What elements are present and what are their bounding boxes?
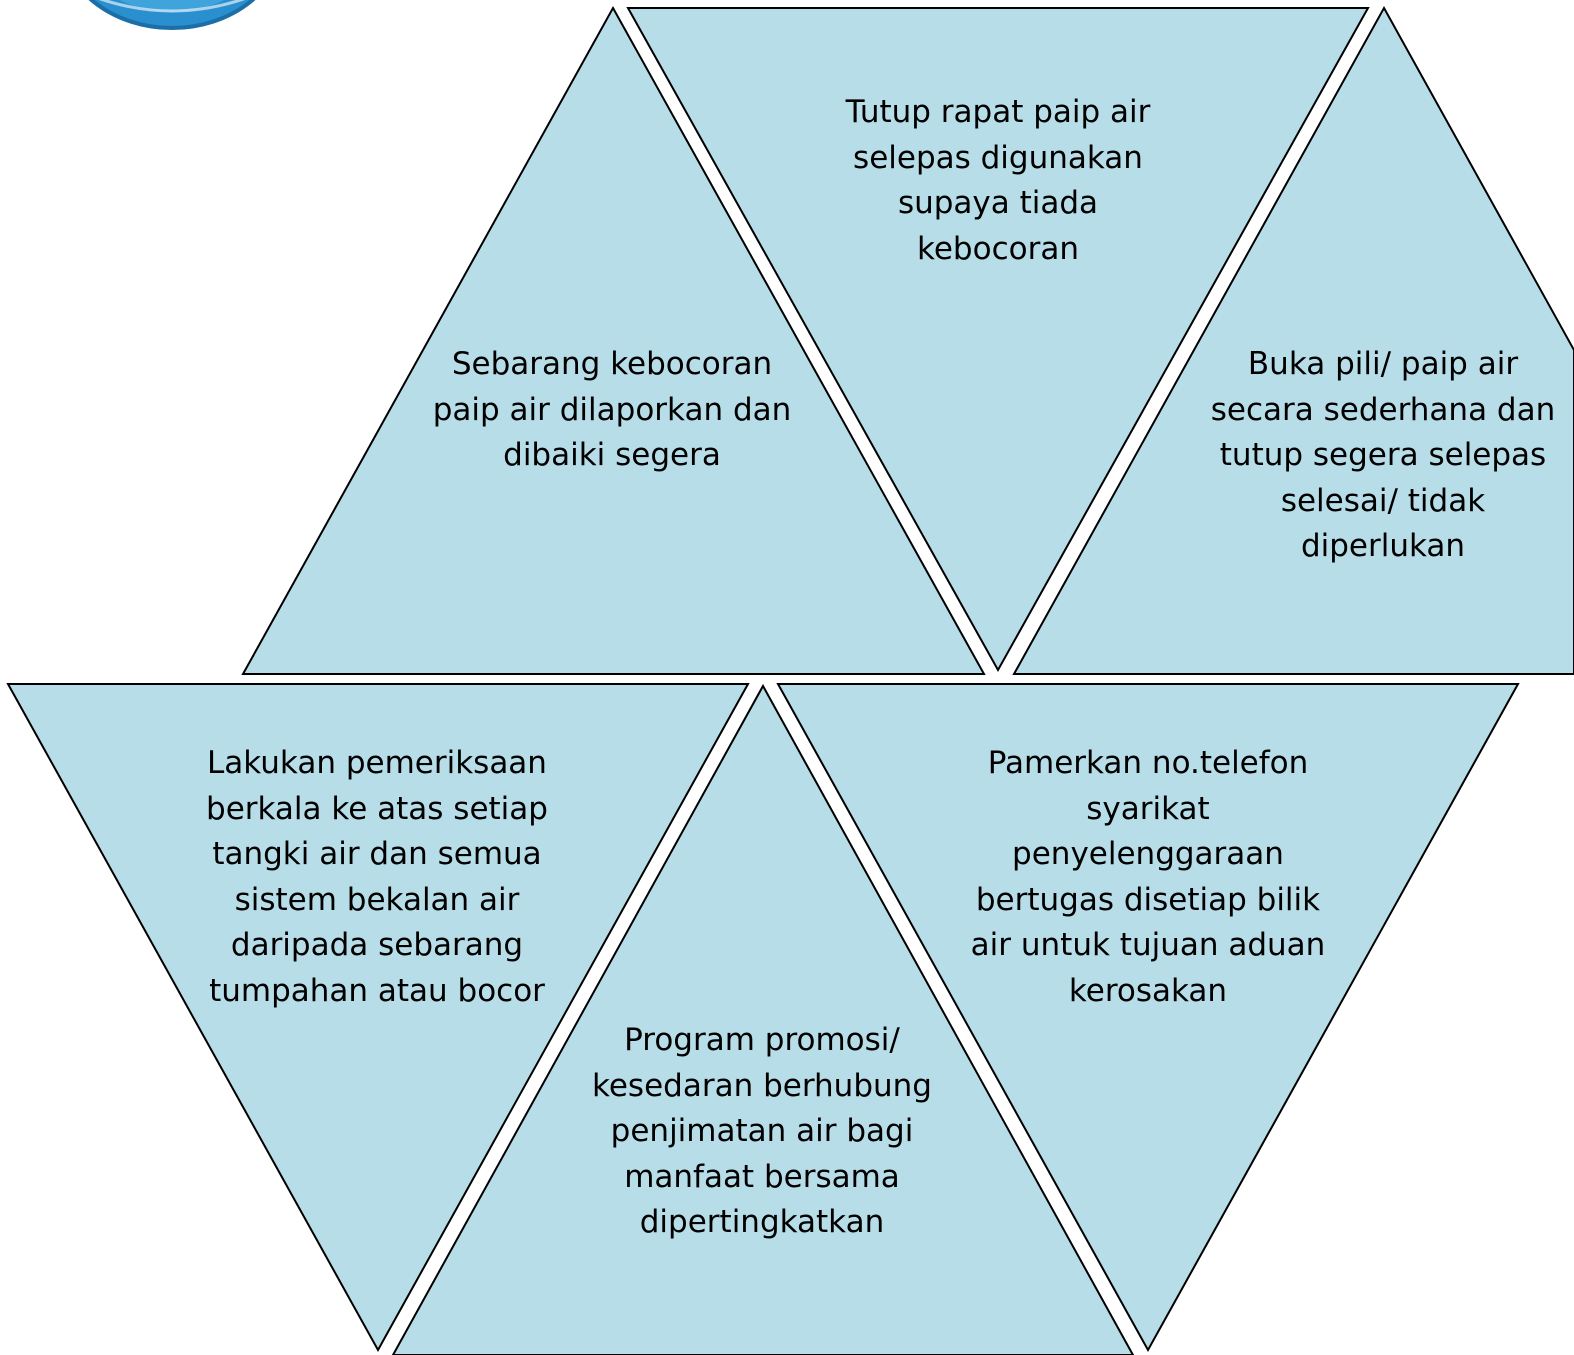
tip-pemeriksaan-berkala: Lakukan pemeriksaan berkala ke atas seti…: [206, 745, 548, 1009]
triangle-tutup-paip: [626, 7, 1370, 673]
logo-badge-icon: [88, 0, 256, 30]
tip-buka-pili: Buka pili/ paip air secara sederhana dan…: [1210, 346, 1556, 564]
triangle-pamerkan-telefon: [776, 683, 1520, 1353]
triangle-buka-pili: [1012, 5, 1574, 675]
tip-pamerkan-telefon: Pamerkan no.telefon syarikat penyelengga…: [970, 745, 1326, 1009]
tip-tutup-paip: Tutup rapat paip air selepas digunakan s…: [845, 94, 1151, 267]
triangle-program-promosi: [391, 683, 1135, 1355]
logo: [52, 0, 292, 32]
tip-program-promosi: Program promosi/ kesedaran berhubung pen…: [592, 1022, 932, 1240]
triangle-sebarang-kebocoran: [241, 5, 986, 675]
triangle-pemeriksaan-berkala: [6, 683, 750, 1353]
tip-sebarang-kebocoran: Sebarang kebocoran paip air dilaporkan d…: [432, 346, 792, 473]
